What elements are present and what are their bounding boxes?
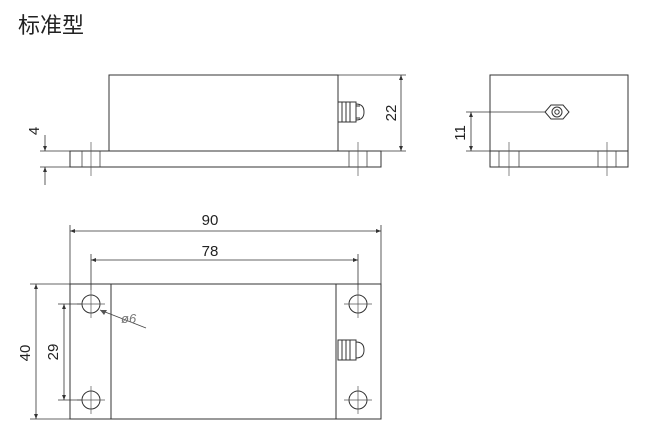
top-view: ø6 90 78 40 29 <box>17 212 382 420</box>
front-body <box>108 74 339 152</box>
dim-11-label: 11 <box>452 125 469 141</box>
dim-hole-diameter: ø6 <box>99 309 147 329</box>
top-mounting-holes <box>77 290 372 414</box>
dim-connector-height: 11 <box>452 111 545 152</box>
dim-hole-spacing-width: 29 <box>45 303 82 401</box>
side-connector-nut <box>544 104 570 120</box>
dim-4-label: 4 <box>26 127 43 135</box>
dim-hole-diameter-label: ø6 <box>121 311 137 326</box>
dim-overall-width: 40 <box>17 283 70 420</box>
front-connector <box>337 101 365 123</box>
front-base-plate <box>69 150 382 168</box>
page-title: 标准型 <box>18 14 85 39</box>
dim-base-thickness: 4 <box>26 127 70 185</box>
dim-hole-spacing-length: 78 <box>90 243 359 290</box>
top-connector <box>337 339 365 361</box>
dim-40-label: 40 <box>17 345 34 362</box>
dim-90-label: 90 <box>202 212 219 229</box>
dim-78-label: 78 <box>202 243 219 260</box>
side-holes <box>498 142 617 176</box>
dim-overall-length: 90 <box>69 212 382 284</box>
side-base-plate <box>489 150 629 168</box>
side-view: 11 <box>452 74 629 176</box>
top-base-plate <box>69 283 382 420</box>
front-holes <box>81 142 368 176</box>
dim-22-label: 22 <box>383 105 400 122</box>
dim-height: 22 <box>338 74 406 152</box>
dim-29-label: 29 <box>45 344 62 361</box>
front-view: 4 22 <box>26 74 406 185</box>
